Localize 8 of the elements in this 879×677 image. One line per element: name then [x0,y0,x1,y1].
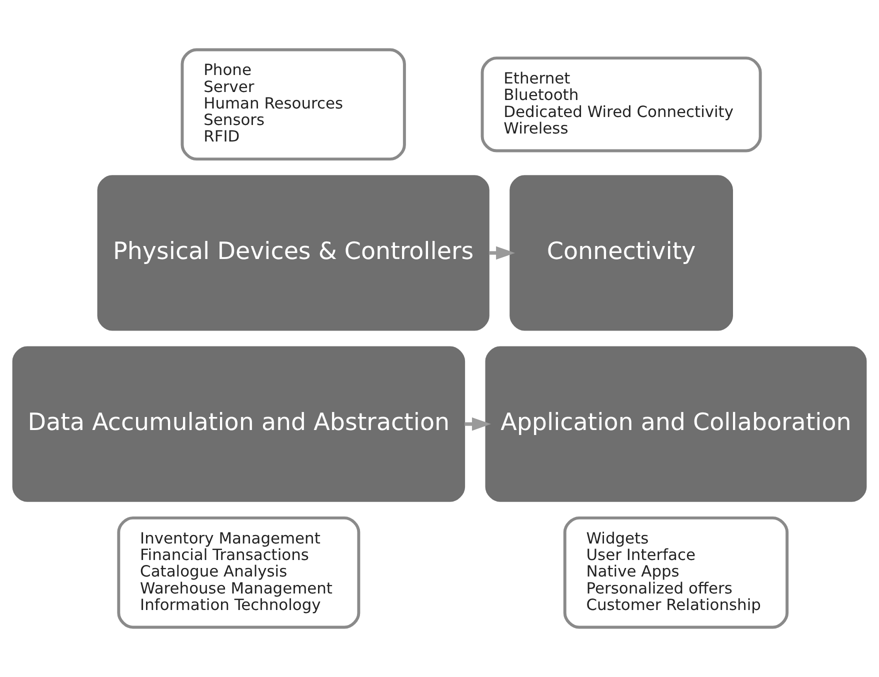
node-box: Widgets User Interface Native Apps Personalized offers Customer Relationship [563,516,789,629]
node-box: Physical Devices & Controllers [97,175,490,331]
node-box: Inventory Management Financial Transactions Catalogue Analysis Warehouse Management Information Technology [117,516,360,629]
node-box: Connectivity [510,175,733,331]
node-box: Phone Server Human Resources Sensors RFID [180,48,406,161]
node-box: Ethernet Bluetooth Dedicated Wired Connectivity Wireless [480,56,762,152]
node-box: Application and Collaboration [485,346,867,502]
node-box: Data Accumulation and Abstraction [12,346,466,502]
